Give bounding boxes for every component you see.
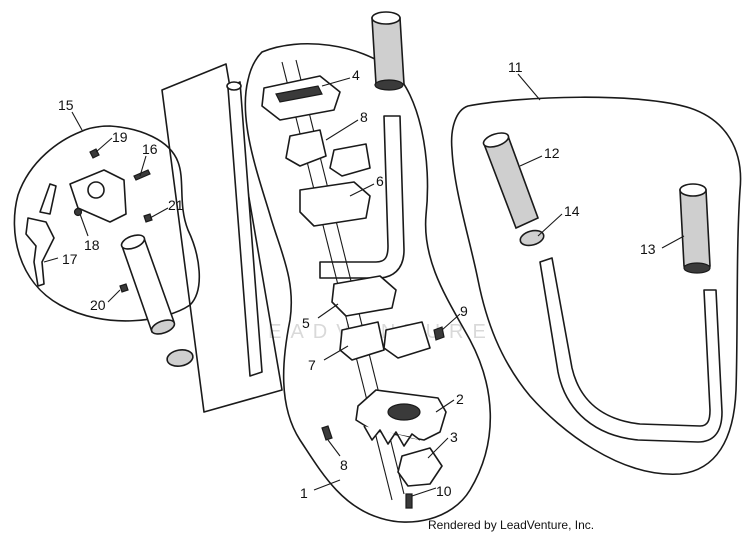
- callout-21: 21: [168, 197, 184, 213]
- callout-18: 18: [84, 237, 100, 253]
- handle-kit-outline: [450, 96, 742, 475]
- callout-1: 1: [300, 485, 308, 501]
- callout-20: 20: [90, 297, 106, 313]
- upper-clip-left: [285, 129, 327, 167]
- callout-15: 15: [58, 97, 74, 113]
- right-kit-grip: [679, 189, 711, 267]
- screw-21: [143, 213, 153, 223]
- right-kit-grip-cap: [679, 183, 707, 197]
- callout-17: 17: [62, 251, 78, 267]
- screw-16: [133, 169, 151, 181]
- callout-19: 19: [112, 129, 128, 145]
- upper-grip-cap: [371, 11, 401, 25]
- callout-8-upper: 8: [360, 109, 368, 125]
- callout-7: 7: [308, 357, 316, 373]
- callout-9: 9: [460, 303, 468, 319]
- screw-20: [119, 283, 129, 293]
- left-kit-grip-cap: [482, 132, 510, 148]
- upper-clip-right: [329, 143, 371, 177]
- screw-10: [405, 493, 413, 509]
- callout-3: 3: [450, 429, 458, 445]
- callout-8-lower: 8: [340, 457, 348, 473]
- trigger-lever: [39, 183, 57, 215]
- callout-labels: 15 19 16 21 18 17 20 4 8 6 5 7 9 2 3 8 1…: [58, 59, 656, 501]
- bubble-grip-tube: [121, 237, 175, 333]
- callout-14: 14: [564, 203, 580, 219]
- callout-2: 2: [456, 391, 464, 407]
- base-mount-bore: [387, 403, 421, 421]
- shaft-panel-outline: [161, 63, 283, 413]
- callout-12: 12: [544, 145, 560, 161]
- left-kit-grip: [482, 134, 540, 230]
- loop-handle-tube: [539, 257, 723, 443]
- screw-8b: [321, 425, 333, 441]
- upper-grip-collar: [374, 79, 404, 91]
- callout-4: 4: [352, 67, 360, 83]
- kit-ring: [519, 229, 545, 247]
- mid-clamp: [299, 181, 371, 227]
- callout-6: 6: [376, 173, 384, 189]
- callout-13: 13: [640, 241, 656, 257]
- top-clamp-slot: [275, 85, 323, 103]
- front-shaft: [227, 81, 263, 377]
- lower-clamp: [331, 275, 397, 317]
- right-kit-grip-collar: [683, 262, 711, 274]
- tube-top-end: [120, 234, 146, 250]
- callout-16: 16: [142, 141, 158, 157]
- leader-lines: [43, 73, 685, 497]
- front-shaft-end: [226, 81, 242, 91]
- lower-bracket: [397, 447, 443, 487]
- callout-5: 5: [302, 315, 310, 331]
- base-teeth: [363, 425, 421, 447]
- upper-loop-tube: [319, 115, 405, 279]
- render-credit: Rendered by LeadVenture, Inc.: [428, 518, 595, 532]
- lower-clip-right: [383, 321, 431, 359]
- main-assembly-outline: [244, 42, 492, 523]
- callout-10: 10: [436, 483, 452, 499]
- housing-pivot: [87, 181, 105, 199]
- tube-bottom-end: [150, 319, 176, 335]
- throttle-detail-outline: [13, 125, 201, 322]
- upper-grip: [371, 17, 405, 85]
- screw-9: [433, 326, 445, 341]
- lower-clip-left: [339, 321, 385, 361]
- callout-11: 11: [508, 59, 523, 75]
- loose-ring: [166, 349, 194, 367]
- throttle-trigger: [25, 217, 55, 287]
- nut-18: [73, 207, 83, 217]
